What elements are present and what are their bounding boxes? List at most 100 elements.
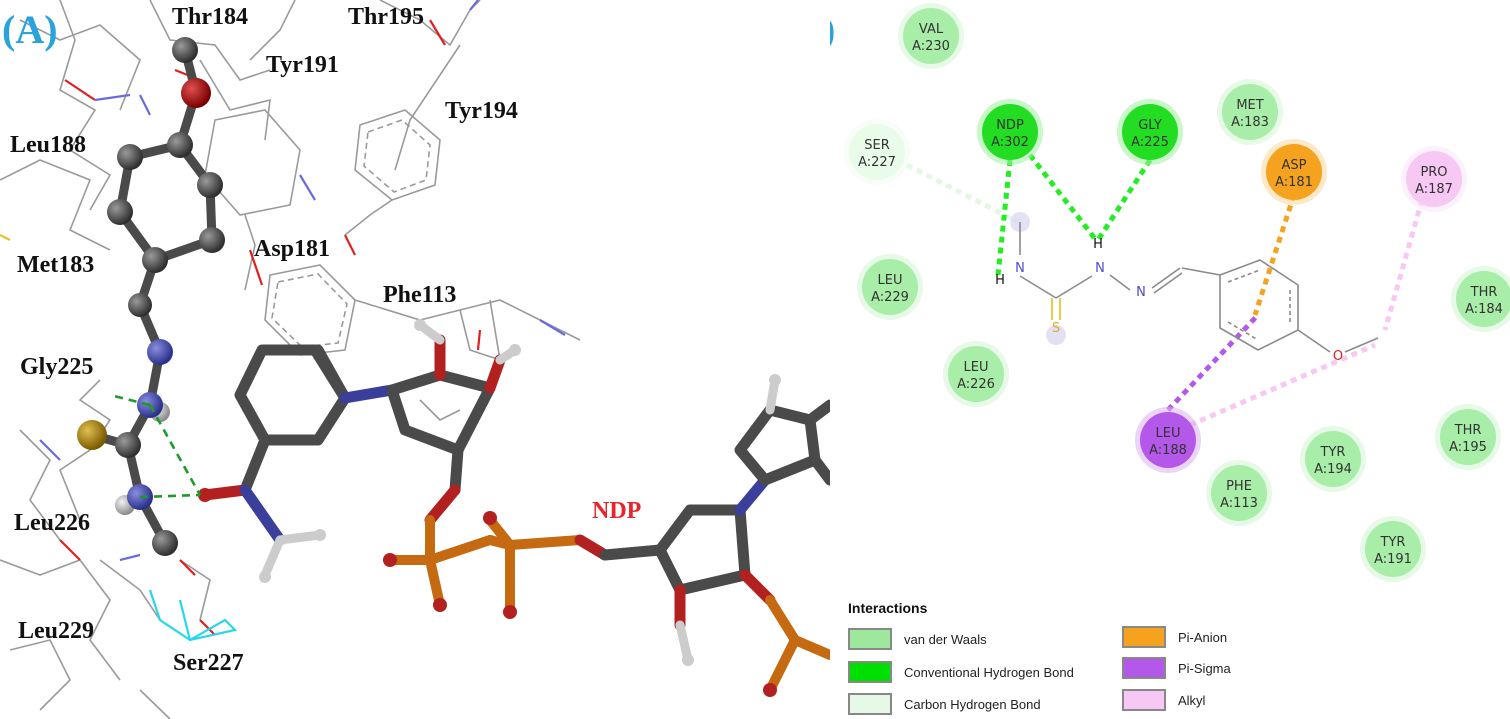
residue-disc-ndp302: NDP A:302 [977,99,1043,165]
residue-number: A:229 [871,290,909,305]
interaction-lines [905,153,1425,428]
residue-circle [1222,84,1278,140]
residue-circle [1440,409,1496,465]
residue-name: THR [1454,423,1482,438]
residue-label-tyr194: Tyr194 [445,98,518,124]
line-ndp302-h1 [995,159,1013,276]
panel-a-label: (A) [2,7,58,52]
residue-label-thr195: Thr195 [348,4,425,30]
residue-name: LEU [964,360,989,375]
residue-number: A:302 [991,135,1029,150]
residue-number: A:191 [1374,552,1412,567]
residue-name: THR [1470,285,1498,300]
residue-label-gly225: Gly225 [20,354,94,380]
residue-name: TYR [1320,445,1346,460]
legend-title: Interactions [848,600,928,616]
residue-disc-tyr194: TYR A:194 [1300,426,1366,492]
ndp-stick-model [199,320,830,695]
residue-label-leu188: Leu188 [10,132,87,158]
residue-name: TYR [1380,535,1406,550]
residue-number: A:187 [1415,182,1453,197]
atom-s: S [1052,321,1060,336]
residue-number: A:188 [1149,443,1187,458]
atom-n-2: N [1095,261,1105,276]
residue-circle [862,259,918,315]
residue-circle [1140,412,1196,468]
ligand-atoms [77,37,225,556]
residue-label-phe113: Phe113 [383,282,457,308]
residue-circle [849,124,905,180]
residue-disc-leu229: LEU A:229 [857,254,923,320]
residue-label-asp181: Asp181 [254,236,331,262]
panel-b-2d-diagram: (B) [830,0,1510,719]
residue-circle [1305,431,1361,487]
residue-disc-tyr191: TYR A:191 [1360,516,1426,582]
atom-h-1: H [995,273,1005,288]
line-asp181-pi-anion [1252,194,1297,316]
residue-number: A:225 [1131,135,1169,150]
residue-number: A:226 [957,377,995,392]
residue-number: A:194 [1314,462,1352,477]
residue-label-met183: Met183 [17,252,95,278]
atom-n-1: N [1015,261,1025,276]
legend-label-alkyl: Alkyl [1178,692,1206,708]
legend-swatch-carbon-h [848,693,892,715]
legend-swatch-alkyl [1122,689,1166,711]
residue-name: LEU [1156,426,1181,441]
line-pro187-alkyl [1382,199,1425,331]
hbond-dashes [109,393,202,499]
legend-label-carbon-h: Carbon Hydrogen Bond [904,696,1041,712]
residue-number: A:230 [912,39,950,54]
legend-swatch-pi-sigma [1122,657,1166,679]
residue-label-leu226: Leu226 [14,510,91,536]
residue-disc-pro187: PRO A:187 [1401,146,1467,212]
residue-number: A:181 [1275,175,1313,190]
residue-number: A:195 [1449,440,1487,455]
panel-a-molecule-render [0,0,830,719]
atom-o: O [1333,349,1343,364]
residue-label-ser227: Ser227 [173,650,244,676]
line-leu188-alkyl [1189,342,1376,428]
legend-swatch-hbond [848,661,892,683]
legend-item-pi-sigma: Pi-Sigma [1122,655,1231,681]
atom-h-2: H [1093,237,1103,252]
residue-disc-thr184: THR A:184 [1451,266,1510,332]
legend-item-pi-anion: Pi-Anion [1122,624,1227,650]
residue-circle [1211,465,1267,521]
legend-label-pi-sigma: Pi-Sigma [1178,660,1231,676]
residue-label-thr184: Thr184 [172,4,249,30]
legend-label-pi-anion: Pi-Anion [1178,629,1228,645]
line-leu188-pi-sigma [1166,313,1260,412]
residue-circle [1365,521,1421,577]
residue-name: VAL [919,22,944,37]
legend-item-conventional-hbond: Conventional Hydrogen Bond [848,659,1074,685]
residue-circle [1406,151,1462,207]
residue-name: PRO [1420,165,1447,180]
residue-label-tyr191: Tyr191 [266,52,339,78]
legend-label-vdw: van der Waals [904,631,987,647]
legend-label-hbond: Conventional Hydrogen Bond [904,664,1074,680]
residue-name: NDP [996,118,1024,133]
atom-n-3: N [1136,285,1146,300]
ligand-bonds [87,45,217,548]
residue-number: A:184 [1465,302,1503,317]
residue-disc-thr195: THR A:195 [1435,404,1501,470]
ndp-label: NDP [592,498,642,524]
legend-item-alkyl: Alkyl [1122,687,1205,713]
line-gly225-h [1095,158,1153,242]
ser227-highlight-wire [148,589,238,642]
legend-item-van-der-waals: van der Waals [848,626,987,652]
residue-circle [1266,144,1322,200]
legend-swatch-pi-anion [1122,626,1166,648]
ligand-2d-atoms: H N H N S N O [995,237,1343,364]
residue-name: MET [1236,98,1263,113]
residue-name: LEU [878,273,903,288]
residue-circle [948,346,1004,402]
residue-circle [1122,104,1178,160]
